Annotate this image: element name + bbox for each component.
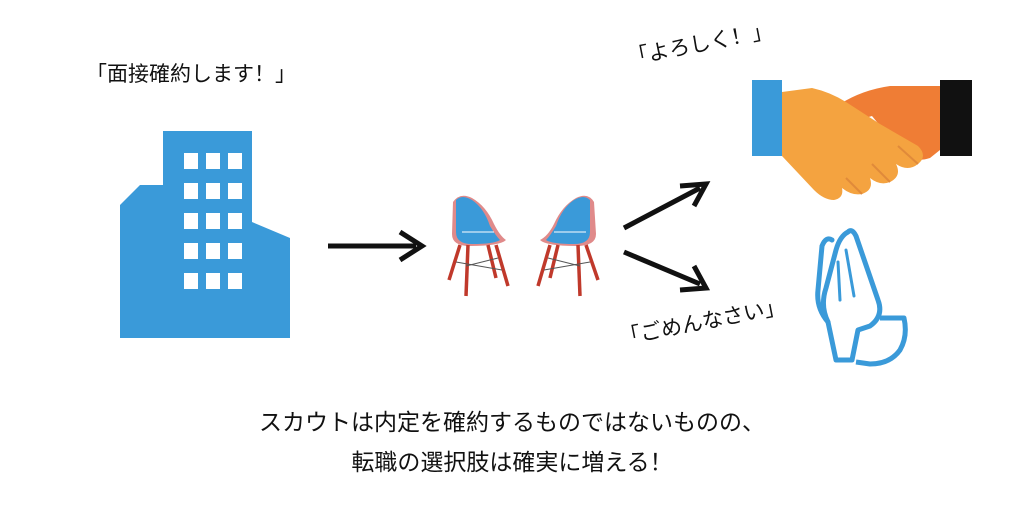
office-building-icon [120,131,290,338]
left-hand [782,88,923,200]
caption-line-1: スカウトは内定を確約するものではないものの、 [259,410,765,436]
interview-promise-label: 「面接確約します！」 [86,62,296,86]
black-cuff [940,80,972,156]
blue-cuff [752,80,782,156]
right-arrow-icon [328,229,427,263]
handshake-icon [752,80,972,200]
reject-arrow-icon [623,249,711,293]
accept-arrow-icon [622,181,711,231]
praying-hands-icon [815,228,908,367]
left-chair-icon [447,195,510,297]
caption-line-2: 転職の選択肢は確実に増える！ [351,450,673,476]
right-chair-icon [536,195,600,297]
two-chairs-icon [447,195,600,297]
